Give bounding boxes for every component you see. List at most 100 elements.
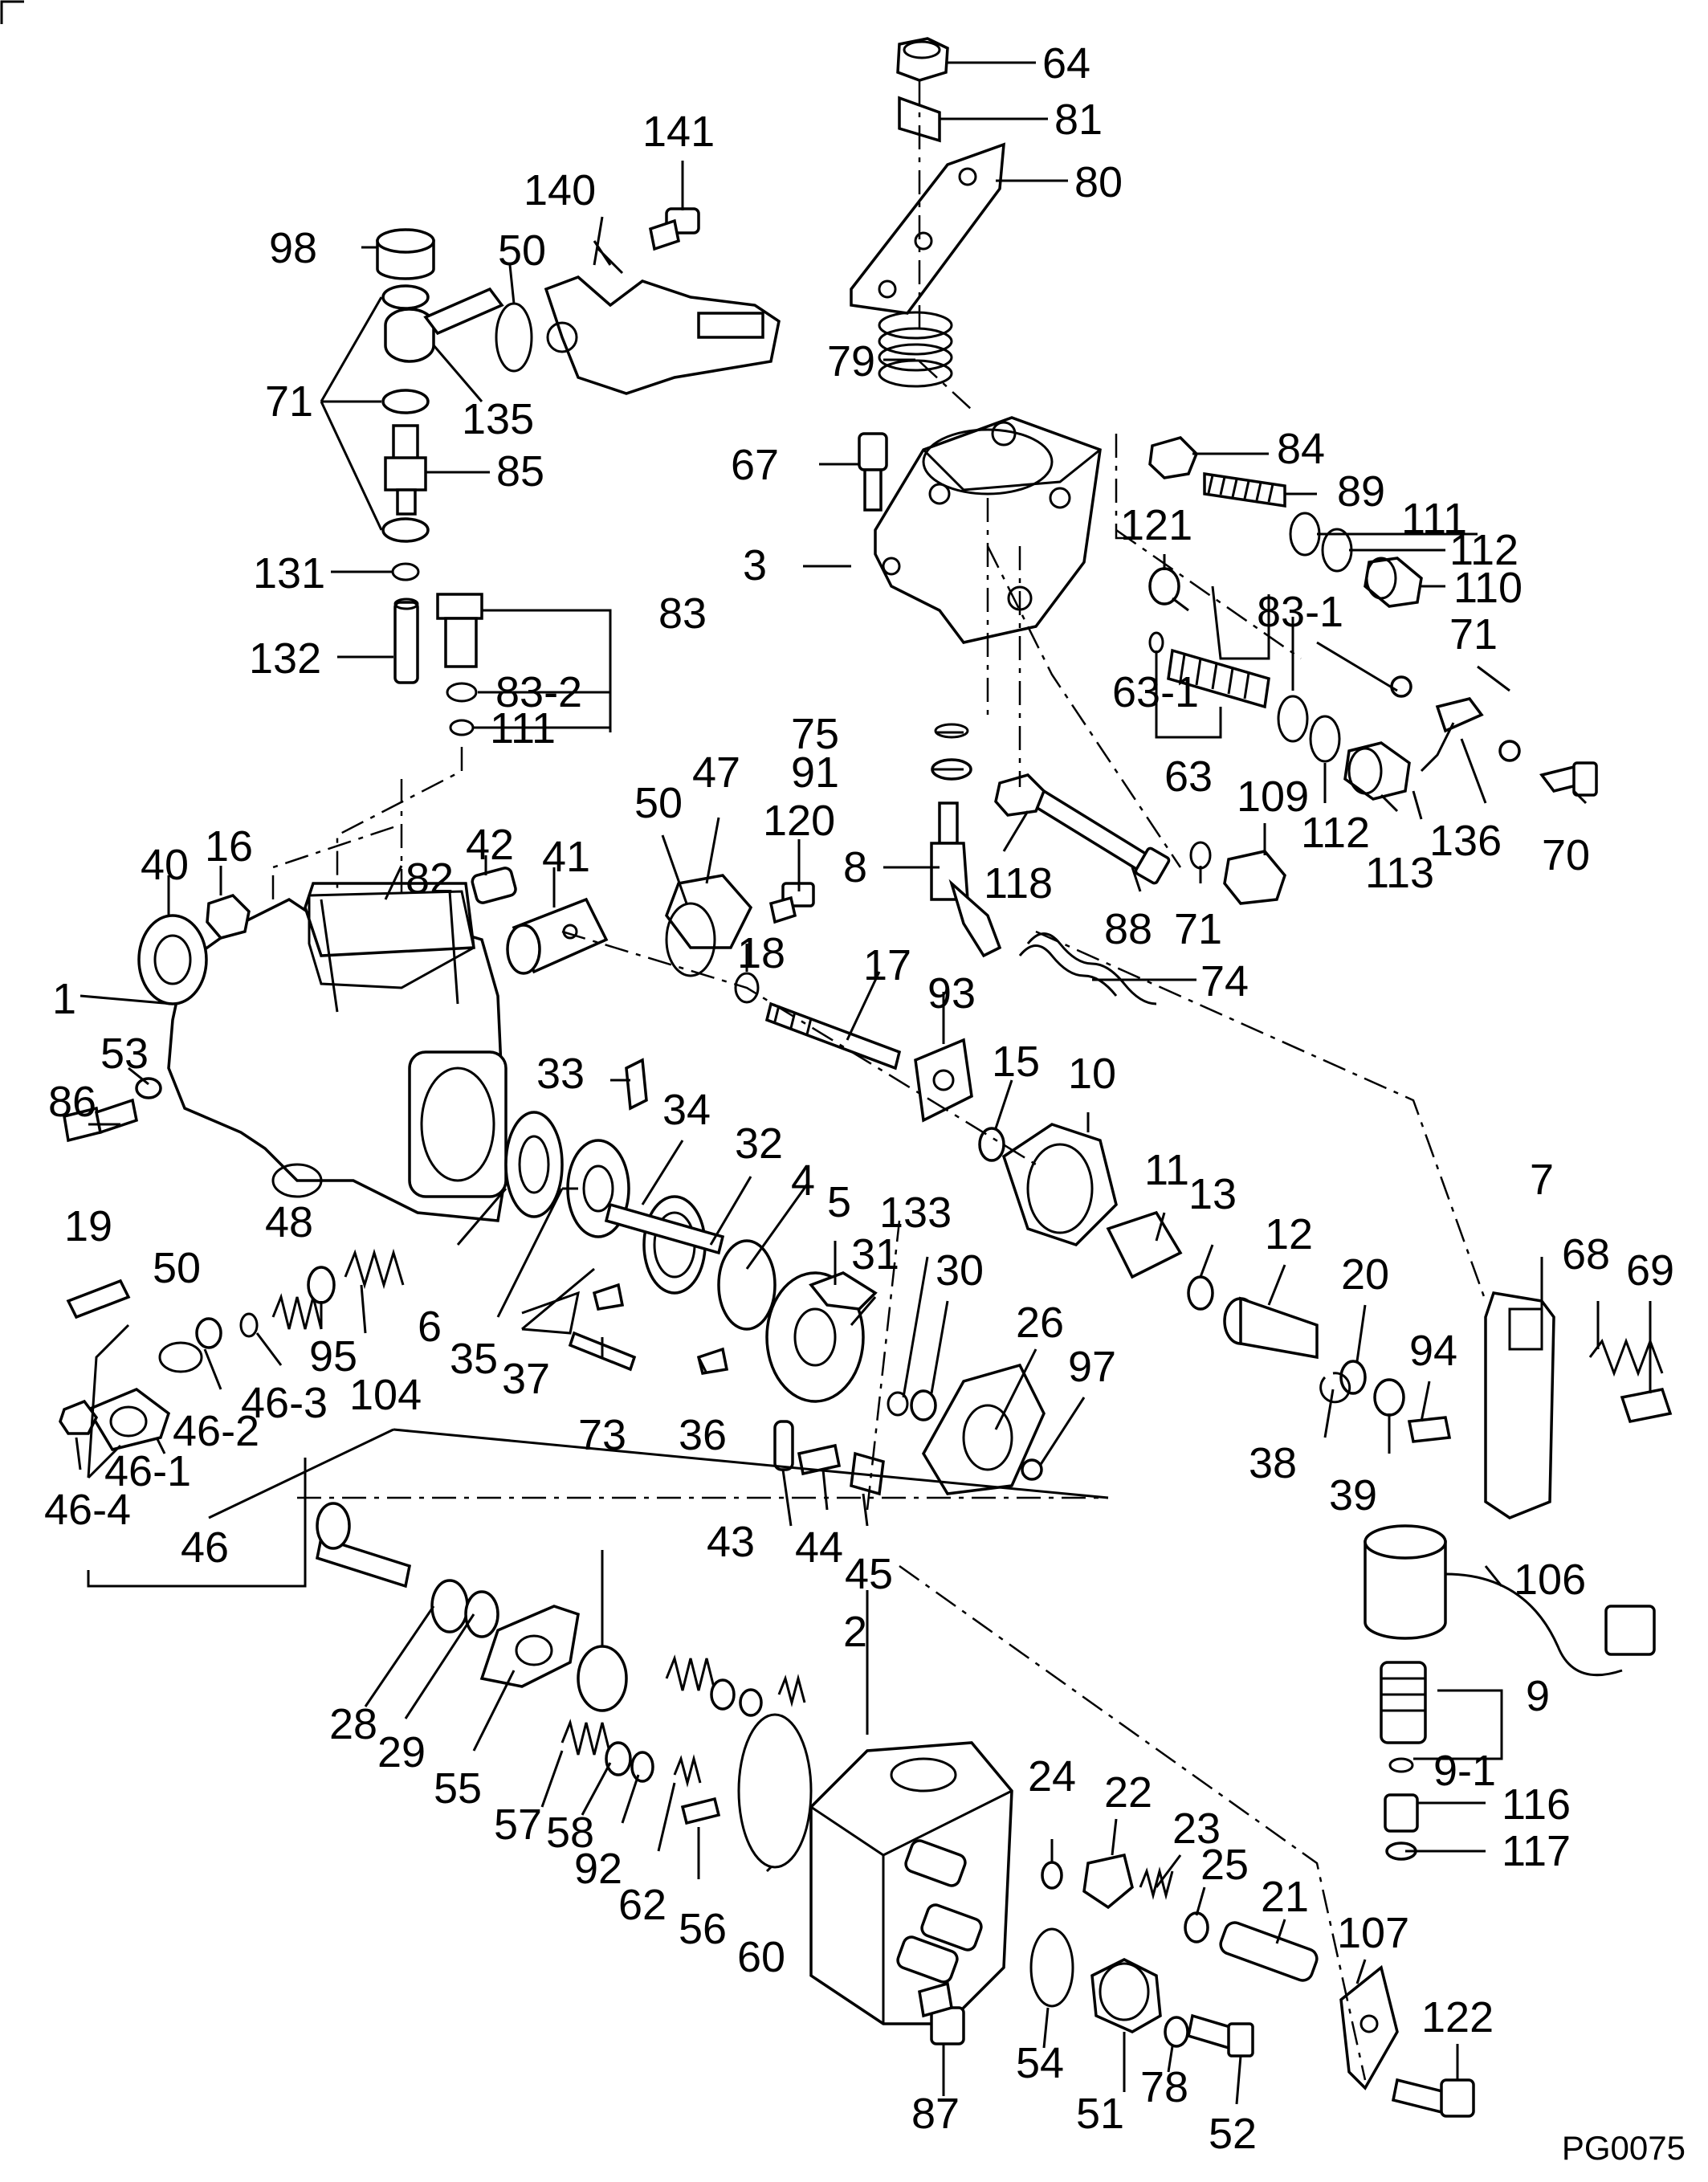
part-50c-oring xyxy=(158,1341,203,1373)
part-133-oring xyxy=(887,1391,909,1417)
callout-51: 51 xyxy=(1076,2090,1124,2138)
callout-83: 83 xyxy=(658,589,707,638)
part-46-2-plug xyxy=(195,1317,222,1349)
callout-57: 57 xyxy=(494,1801,542,1849)
callout-64: 64 xyxy=(1042,39,1090,88)
callout-122: 122 xyxy=(1421,1993,1494,2041)
callout-89: 89 xyxy=(1337,467,1385,516)
callout-71c: 71 xyxy=(1174,905,1222,953)
callout-68: 68 xyxy=(1562,1230,1610,1279)
assembly-line xyxy=(561,930,1037,1166)
part-71b-washer xyxy=(1189,841,1212,870)
callout-79: 79 xyxy=(827,337,875,385)
part-50-oring xyxy=(495,302,533,373)
callout-8: 8 xyxy=(843,843,867,891)
callout-25: 25 xyxy=(1200,1841,1249,1889)
part-5-plate xyxy=(809,1271,878,1311)
part-54-oring xyxy=(1029,1927,1074,2008)
callout-20: 20 xyxy=(1341,1250,1389,1299)
part-71c-washer xyxy=(381,389,430,414)
part-1-pump-housing xyxy=(167,882,508,1222)
callout-69: 69 xyxy=(1626,1246,1674,1295)
callout-88: 88 xyxy=(1104,905,1152,953)
callout-111: 111 xyxy=(1401,495,1467,543)
callout-46: 46 xyxy=(181,1523,229,1572)
callout-74: 74 xyxy=(1200,957,1249,1005)
part-25-washer xyxy=(1184,1911,1209,1943)
callout-18: 18 xyxy=(737,929,785,977)
part-7-tension-lever xyxy=(1484,1291,1555,1519)
callout-109: 109 xyxy=(1237,773,1309,821)
part-140-valve-body xyxy=(544,240,781,395)
callout-67: 67 xyxy=(731,441,779,489)
part-50b-oring xyxy=(665,902,716,977)
callout-21: 21 xyxy=(1261,1873,1309,1921)
callout-44: 44 xyxy=(795,1523,843,1572)
callout-50c: 50 xyxy=(153,1244,201,1292)
part-39-nut xyxy=(1373,1378,1405,1417)
callout-35: 35 xyxy=(450,1335,498,1383)
part-34-gear xyxy=(604,1195,725,1295)
callout-81: 81 xyxy=(1054,96,1103,144)
callout-45: 45 xyxy=(845,1550,893,1598)
part-95-washer xyxy=(307,1266,336,1304)
part-85-hollow-screw xyxy=(384,424,427,516)
callout-106: 106 xyxy=(1514,1556,1586,1604)
part-roller xyxy=(577,1645,628,1712)
callout-86: 86 xyxy=(48,1078,96,1126)
part-63-1-oring xyxy=(1148,631,1164,654)
callout-9: 9 xyxy=(1526,1672,1550,1720)
part-16-nut xyxy=(206,893,251,940)
callout-46-4: 46-4 xyxy=(44,1486,131,1534)
part-136-lever xyxy=(1390,675,1521,773)
part-107-bracket xyxy=(1339,1964,1399,2090)
callout-98: 98 xyxy=(269,224,317,272)
callout-3: 3 xyxy=(743,541,767,589)
part-131-oring xyxy=(391,562,420,581)
callout-53: 53 xyxy=(100,1030,149,1078)
part-94-bolt xyxy=(1407,1416,1452,1443)
callout-31: 31 xyxy=(851,1230,899,1279)
part-132-filter xyxy=(393,598,419,684)
callout-116: 116 xyxy=(1502,1780,1571,1829)
callout-15: 15 xyxy=(992,1038,1040,1086)
callout-58: 58 xyxy=(546,1809,594,1857)
callout-34: 34 xyxy=(662,1086,711,1134)
part-80-lever-plate xyxy=(850,142,1005,315)
assembly-line xyxy=(336,747,463,891)
callout-39: 39 xyxy=(1329,1471,1377,1519)
callout-136: 136 xyxy=(1429,817,1502,865)
part-15-washer xyxy=(978,1127,1005,1162)
callout-83-2: 111 xyxy=(490,704,556,752)
leader-lines xyxy=(75,61,1652,2105)
callout-83-1: 83-2 xyxy=(495,668,582,716)
assembly-line xyxy=(986,498,1021,787)
part-22-valve xyxy=(1082,1853,1134,1910)
part-51-plug xyxy=(1090,1958,1162,2033)
assembly-line xyxy=(866,1220,901,1511)
part-26-plate xyxy=(921,1363,1046,1495)
part-120-screw xyxy=(768,882,815,924)
callout-24: 24 xyxy=(1028,1752,1076,1801)
callout-22: 22 xyxy=(1104,1768,1152,1817)
callout-133: 133 xyxy=(879,1189,952,1237)
part-57-spring xyxy=(561,1719,612,1756)
part-42-pin xyxy=(471,867,517,904)
part-40-bearing xyxy=(137,914,208,1005)
callout-47: 47 xyxy=(692,748,740,797)
callout-63-1: 63-1 xyxy=(1112,668,1199,716)
part-62-spring xyxy=(673,1754,702,1788)
callout-75: 75 xyxy=(791,710,839,758)
part-12-sleeve xyxy=(1223,1296,1319,1360)
part-13-washer xyxy=(1187,1275,1214,1311)
part-19-bolt xyxy=(66,1279,131,1319)
part-32-roller-holder xyxy=(717,1239,777,1331)
callout-110: 110 xyxy=(1453,564,1523,612)
callout-30: 30 xyxy=(936,1246,984,1295)
assembly-line xyxy=(271,826,394,899)
assembly-line xyxy=(899,1564,1367,2081)
part-67-screw xyxy=(858,432,888,512)
part-83-2-oring xyxy=(449,719,475,736)
callout-112: 112 xyxy=(1449,526,1518,574)
